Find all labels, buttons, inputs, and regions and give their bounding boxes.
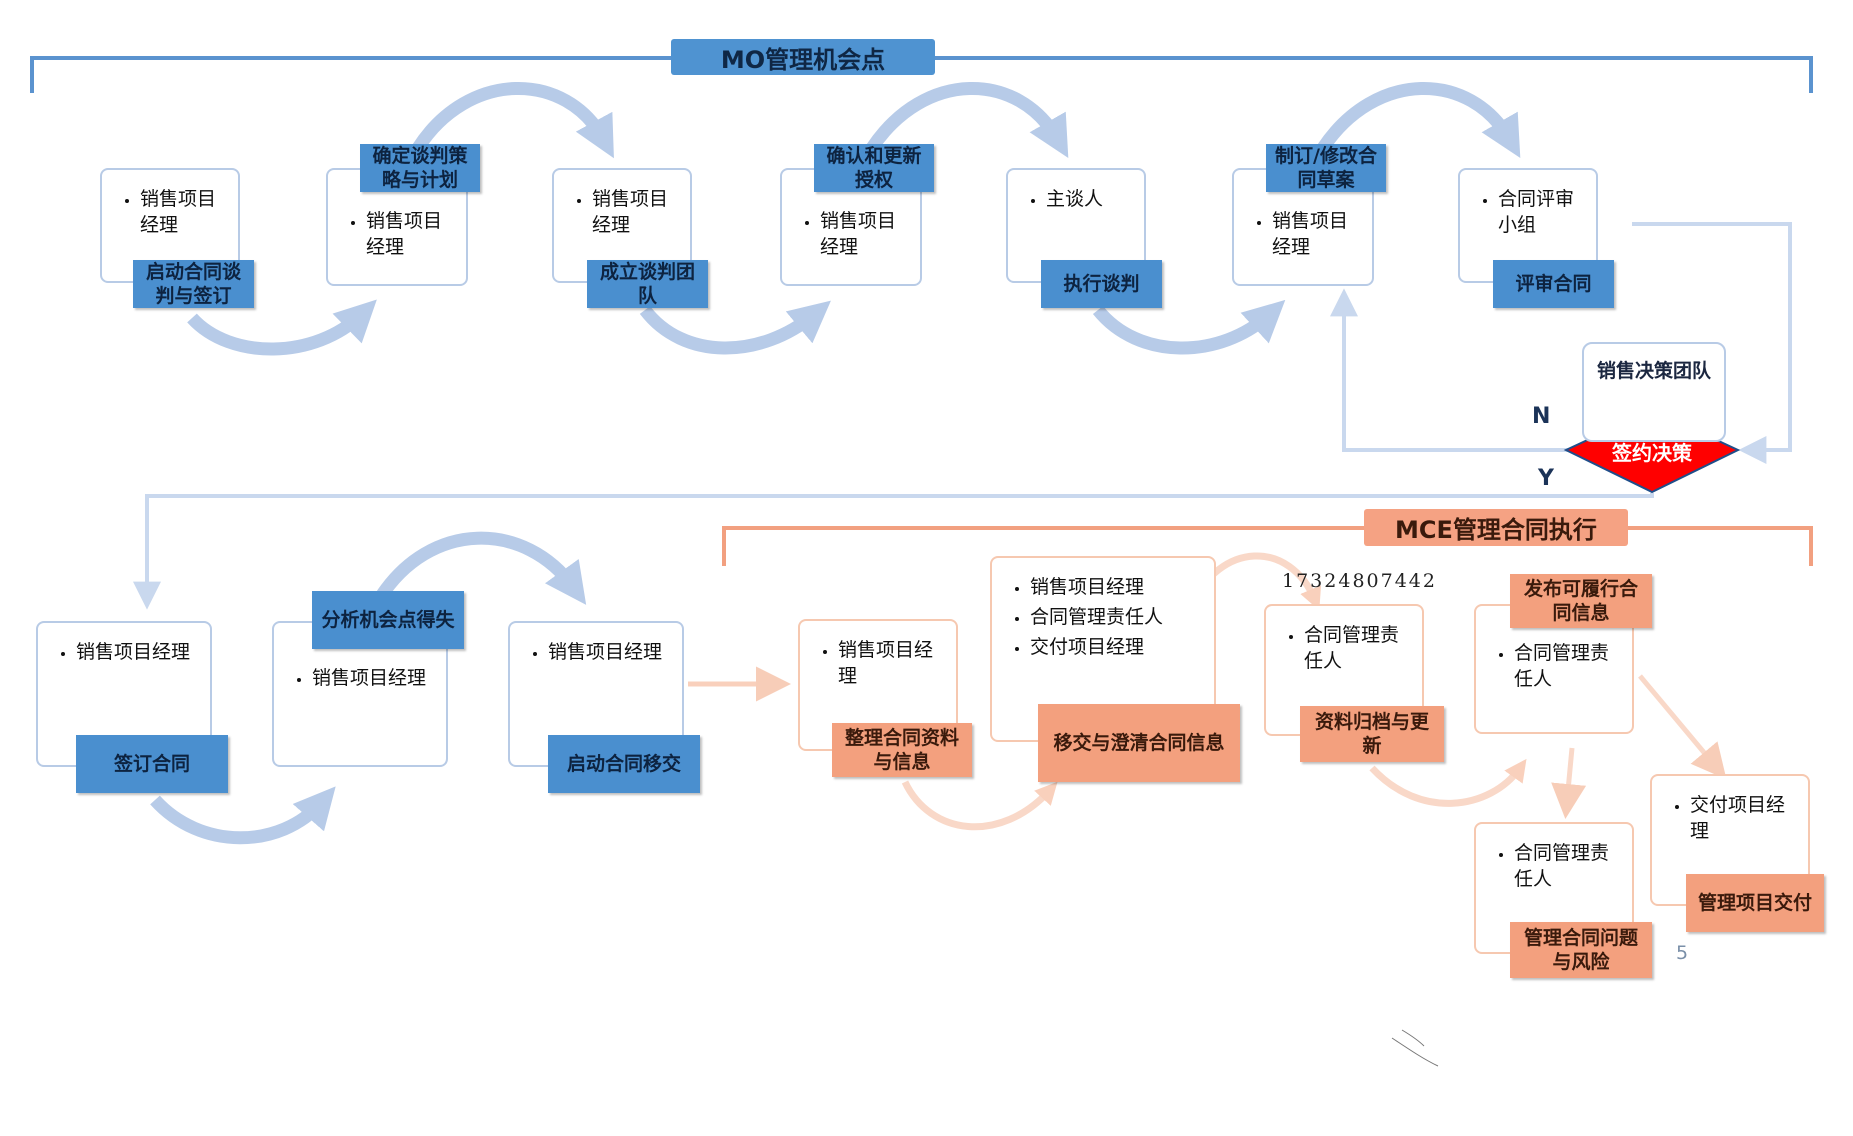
arrow-mce-1-2 xyxy=(901,780,1058,831)
role-item: 销售项目经理 xyxy=(820,208,906,260)
mo-section-title: MO管理机会点 xyxy=(671,39,935,75)
arrow-mce-4-5 xyxy=(1551,747,1587,819)
role-item: 合同管理责任人 xyxy=(1304,622,1408,674)
role-item: 销售项目经理 xyxy=(1030,574,1200,600)
mce-node-6-action: 管理项目交付 xyxy=(1686,874,1824,932)
role-item: 合同评审小组 xyxy=(1498,186,1582,238)
mce-node-5-action: 管理合同问题与风险 xyxy=(1510,922,1652,978)
arrow-mo-4-5 xyxy=(866,82,1069,159)
role-item: 销售项目经理 xyxy=(838,637,942,689)
arrow-mo-9-10 xyxy=(374,531,587,605)
mce-node-1-action: 整理合同资料与信息 xyxy=(832,723,972,777)
mo-node-5-action: 执行谈判 xyxy=(1041,260,1162,308)
mo-node-8-action: 签订合同 xyxy=(76,735,228,793)
mce-section-title: MCE管理合同执行 xyxy=(1364,509,1628,546)
arrow-review-to-decision xyxy=(1632,222,1792,464)
role-item: 销售项目经理 xyxy=(312,665,432,691)
mo-node-6-action: 制订/修改合同草案 xyxy=(1266,144,1386,192)
mo-node-1: 销售项目经理 启动合同谈判与签订 xyxy=(100,168,258,310)
watermark-phone: 17324807442 xyxy=(1282,570,1437,592)
role-item: 销售项目经理 xyxy=(548,639,668,665)
arrow-mo-2-3 xyxy=(412,82,614,159)
mo-node-3: 销售项目经理 成立谈判团队 xyxy=(552,168,710,310)
mo-node-2: 确定谈判策略与计划 销售项目经理 xyxy=(326,144,482,286)
arrow-decision-yes xyxy=(133,493,1654,610)
role-item: 合同管理责任人 xyxy=(1030,604,1200,630)
decision-no-label: N xyxy=(1532,404,1551,429)
mo-node-1-action: 启动合同谈判与签订 xyxy=(133,260,254,308)
mce-node-4: 发布可履行合同信息 合同管理责任人 xyxy=(1474,574,1654,734)
mo-node-6: 制订/修改合同草案 销售项目经理 xyxy=(1232,144,1388,286)
role-item: 主谈人 xyxy=(1046,186,1130,212)
role-item: 销售项目经理 xyxy=(76,639,196,665)
role-item: 销售项目经理 xyxy=(366,208,452,260)
mo-node-8: 销售项目经理 签订合同 xyxy=(36,621,230,795)
mce-node-3: 合同管理责任人 资料归档与更新 xyxy=(1264,604,1446,762)
arrow-mo-8-9 xyxy=(150,786,336,845)
mo-node-9: 分析机会点得失 销售项目经理 xyxy=(272,591,466,767)
role-item: 交付项目经理 xyxy=(1030,634,1200,660)
mce-node-6: 交付项目经理 管理项目交付 xyxy=(1650,774,1826,934)
mo-node-10-action: 启动合同移交 xyxy=(548,735,700,793)
arrow-mce-3-4 xyxy=(1369,758,1527,807)
decision-yes-label: Y xyxy=(1538,466,1554,491)
role-item: 销售项目经理 xyxy=(140,186,224,238)
mo-node-4-action: 确认和更新授权 xyxy=(814,144,934,192)
mo-node-5: 主谈人 执行谈判 xyxy=(1006,168,1164,310)
arrow-decision-no xyxy=(1330,288,1574,452)
mce-node-1: 销售项目经理 整理合同资料与信息 xyxy=(798,619,974,777)
mo-node-7-action: 评审合同 xyxy=(1493,260,1614,308)
arrow-mo-5-6 xyxy=(1092,299,1286,355)
mce-node-4-action: 发布可履行合同信息 xyxy=(1510,574,1652,628)
role-item: 合同管理责任人 xyxy=(1514,640,1618,692)
mce-node-2: 销售项目经理 合同管理责任人 交付项目经理 移交与澄清合同信息 xyxy=(990,556,1242,784)
mce-node-5: 合同管理责任人 管理合同问题与风险 xyxy=(1474,822,1654,980)
role-item: 交付项目经理 xyxy=(1690,792,1794,844)
arrow-mo-6-7 xyxy=(1317,82,1521,159)
mo-node-4: 确认和更新授权 销售项目经理 xyxy=(780,144,936,286)
role-item: 销售项目经理 xyxy=(1272,208,1358,260)
mo-node-9-action: 分析机会点得失 xyxy=(312,591,464,649)
arrow-mo-1-2 xyxy=(187,299,377,356)
mo-node-7: 合同评审小组 评审合同 xyxy=(1458,168,1616,310)
arrow-mce-4-6 xyxy=(1638,674,1727,780)
mce-node-2-action: 移交与澄清合同信息 xyxy=(1038,704,1240,782)
role-item: 销售项目经理 xyxy=(592,186,676,238)
page-number: 5 xyxy=(1676,942,1689,964)
mo-node-10: 销售项目经理 启动合同移交 xyxy=(508,621,702,795)
mo-node-2-action: 确定谈判策略与计划 xyxy=(360,144,480,192)
decision-label: 签约决策 xyxy=(1612,440,1692,465)
arrow-mo-3-4 xyxy=(639,300,831,355)
mce-node-3-action: 资料归档与更新 xyxy=(1300,706,1444,762)
decision-team-box: 销售决策团队 xyxy=(1582,342,1726,442)
role-item: 合同管理责任人 xyxy=(1514,840,1618,892)
mce-bracket xyxy=(722,526,1813,566)
scribble-mark xyxy=(1391,1029,1439,1067)
mo-node-3-action: 成立谈判团队 xyxy=(587,260,708,308)
